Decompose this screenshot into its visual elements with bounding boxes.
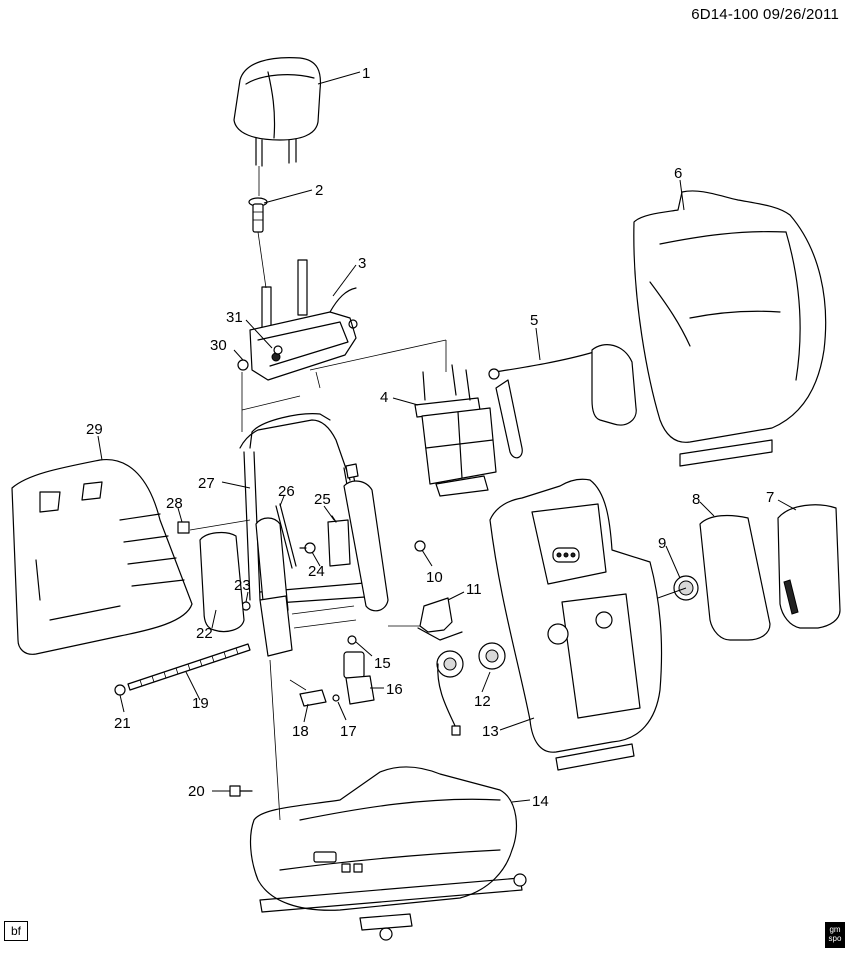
part-26-rod	[275, 503, 297, 569]
part-15-bolt	[347, 635, 357, 645]
callout-labels: 1 2 3 4 5 6 7 8 9 10 11 12 13 14 15 16 1…	[86, 65, 774, 810]
callout-1: 1	[362, 65, 370, 82]
callout-12: 12	[474, 693, 491, 710]
part-28-clip	[177, 521, 190, 534]
callout-14: 14	[532, 793, 549, 810]
callout-26: 26	[278, 483, 295, 500]
callout-29: 29	[86, 421, 103, 438]
part-10-clip	[414, 540, 426, 552]
part-13-seatback-assembly	[489, 478, 663, 771]
callout-27: 27	[198, 475, 215, 492]
part-2-headrest-guide	[248, 197, 268, 233]
part-17-screw	[332, 694, 340, 702]
callout-6: 6	[674, 165, 682, 182]
callout-30: 30	[210, 337, 227, 354]
callout-13: 13	[482, 723, 499, 740]
callout-8: 8	[692, 491, 700, 508]
illustrator-badge: bf	[4, 921, 28, 941]
callout-28: 28	[166, 495, 183, 512]
callout-15: 15	[374, 655, 391, 672]
callout-21: 21	[114, 715, 131, 732]
part-24-nut	[299, 542, 316, 554]
part-14-seat-cushion	[249, 766, 527, 941]
part-21-clip	[114, 684, 126, 696]
callout-9: 9	[658, 535, 666, 552]
part-27-seatback-frame	[239, 413, 389, 657]
callout-4: 4	[380, 389, 388, 406]
callout-leaders	[97, 71, 797, 803]
callout-22: 22	[196, 625, 213, 642]
logo-text-bottom: spo	[828, 934, 842, 943]
logo-text-top: gm	[829, 925, 841, 934]
callout-20: 20	[188, 783, 205, 800]
callout-16: 16	[386, 681, 403, 698]
part-12-motors	[436, 642, 506, 736]
part-22-bolster-pad	[199, 531, 245, 633]
callout-19: 19	[192, 695, 209, 712]
part-7-panel	[777, 504, 841, 629]
callout-18: 18	[292, 723, 309, 740]
callout-3: 3	[358, 255, 366, 272]
diagram-code: 6D14-100 09/26/2011	[691, 6, 839, 23]
callout-31: 31	[226, 309, 243, 326]
callout-10: 10	[426, 569, 443, 586]
callout-7: 7	[766, 489, 774, 506]
part-11-bracket	[417, 597, 463, 641]
part-19-shaft	[127, 643, 251, 691]
callout-24: 24	[308, 563, 325, 580]
part-5-lumbar-cable	[488, 344, 637, 459]
part-6-seatback-cover	[633, 190, 827, 467]
callout-25: 25	[314, 491, 331, 508]
callout-2: 2	[315, 182, 323, 199]
callout-11: 11	[466, 581, 482, 598]
part-29-back-panel	[11, 458, 193, 655]
part-31-fastener	[273, 345, 283, 355]
part-25-airbag	[327, 515, 351, 567]
assembly-guide-lines	[189, 166, 447, 821]
part-16-recliner-motor	[343, 651, 375, 705]
callout-5: 5	[530, 312, 538, 329]
part-30-fastener	[237, 359, 249, 371]
part-4-lumbar-module	[414, 364, 497, 497]
part-18-bracket	[299, 689, 327, 707]
part-8-panel	[699, 514, 771, 641]
part-1-headrest	[233, 57, 322, 167]
callout-17: 17	[340, 723, 357, 740]
part-20-bolt	[229, 785, 253, 797]
gm-spo-logo: gm spo	[825, 922, 845, 948]
part-3-headrest-bracket	[249, 259, 358, 381]
callout-23: 23	[234, 577, 251, 594]
